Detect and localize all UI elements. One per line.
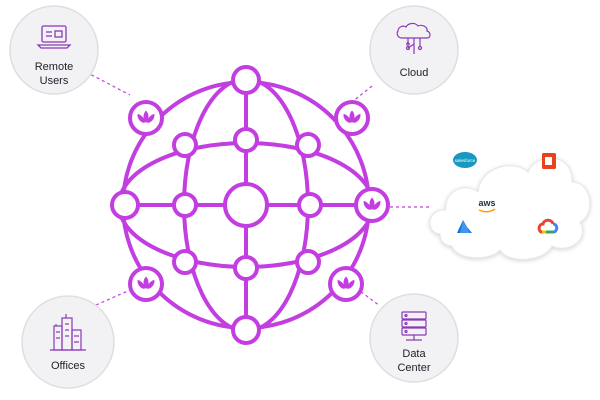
lotus-node-upper-left xyxy=(128,100,164,136)
aws-label: aws xyxy=(478,198,495,208)
node-top xyxy=(231,65,261,95)
cloud-shape xyxy=(429,157,591,260)
connectors xyxy=(85,71,430,307)
node-bottom xyxy=(231,315,261,345)
cloud-node: Cloud xyxy=(369,5,459,95)
offices-label: Offices xyxy=(51,360,86,372)
lotus-node-lower-left xyxy=(128,266,164,302)
server-rack-icon xyxy=(401,311,427,341)
laptop-icon xyxy=(36,25,72,49)
aws-logo: aws xyxy=(478,198,496,213)
cloud-providers-group: salesforce aws xyxy=(429,152,591,260)
connector-cloud xyxy=(351,85,373,103)
node-inner-bottom xyxy=(233,255,259,281)
lotus-node-right xyxy=(354,187,390,223)
circuit-tree-icon xyxy=(396,22,431,54)
lotus-node-upper-right xyxy=(334,100,370,136)
buildings-icon xyxy=(50,314,86,351)
offices-node: Offices xyxy=(21,295,115,389)
salesforce-label: salesforce xyxy=(455,158,476,163)
remote-users-label-line2: Users xyxy=(40,75,69,87)
data-center-label-line2: Center xyxy=(397,362,430,374)
azure-icon xyxy=(457,220,472,233)
node-inner-top xyxy=(233,127,259,153)
salesforce-badge: salesforce xyxy=(453,152,477,168)
remote-users-node: Remote Users xyxy=(9,5,99,95)
cloud-label: Cloud xyxy=(400,67,429,79)
node-left xyxy=(110,190,140,220)
node-upper-right xyxy=(295,132,321,158)
network-nodes xyxy=(110,65,323,345)
data-center-node: Data Center xyxy=(369,293,459,383)
data-center-label-line1: Data xyxy=(402,348,426,360)
connector-offices xyxy=(95,289,131,306)
office-365-icon xyxy=(542,153,556,169)
google-cloud-icon xyxy=(537,218,559,234)
node-inner-left xyxy=(172,192,198,218)
node-inner-right xyxy=(297,192,323,218)
lotus-node-lower-right xyxy=(328,266,364,302)
node-upper-left xyxy=(172,132,198,158)
lotus-nodes xyxy=(128,100,390,302)
node-lower-right xyxy=(295,249,321,275)
node-lower-left xyxy=(172,249,198,275)
connector-remote-users xyxy=(85,71,131,96)
connector-data-center xyxy=(355,287,381,307)
remote-users-label-line1: Remote xyxy=(35,61,74,73)
node-center xyxy=(223,182,269,228)
